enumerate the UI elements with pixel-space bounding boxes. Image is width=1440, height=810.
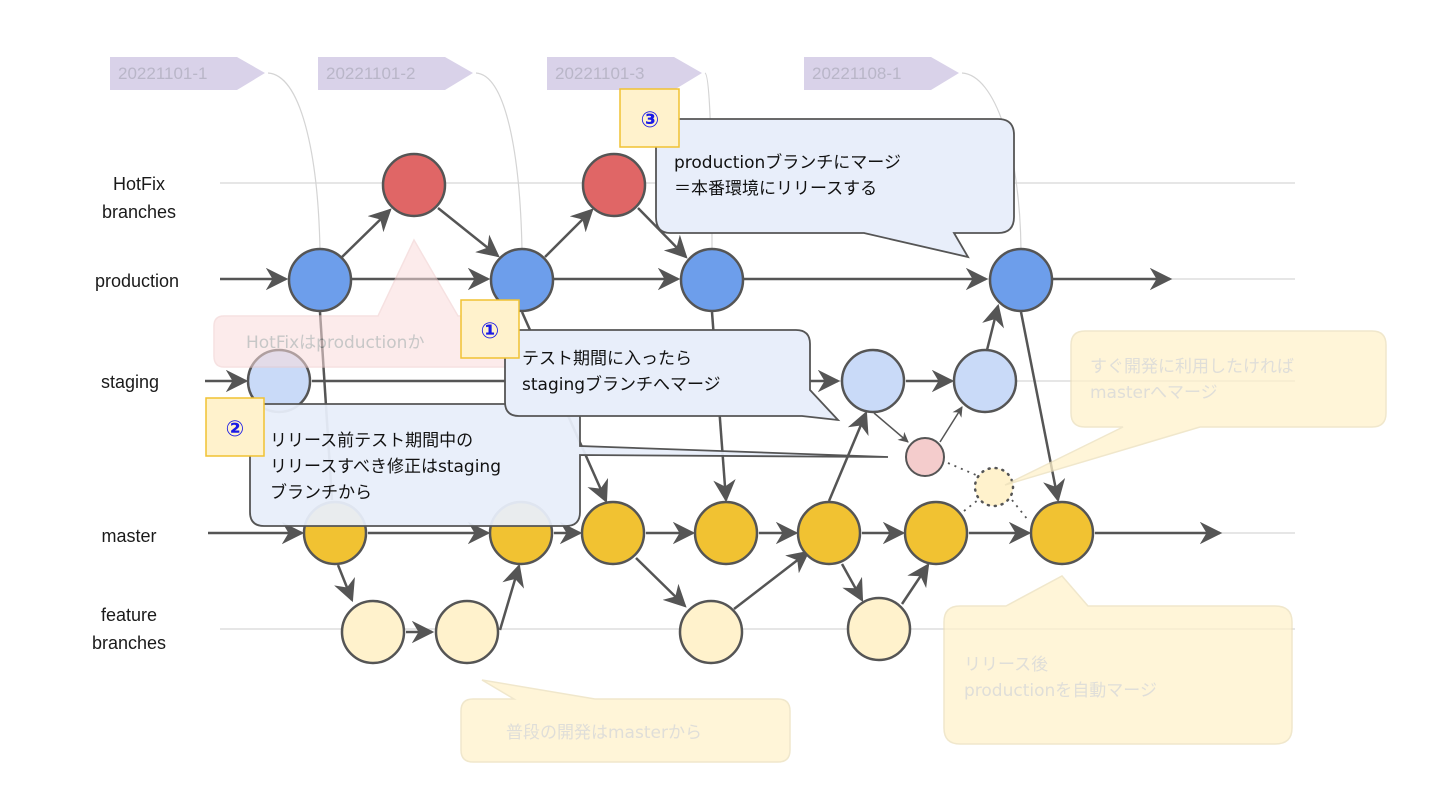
callout-step1-text: stagingブランチへマージ <box>522 374 721 395</box>
faded-note-text: すぐ開発に利用したければ <box>1090 357 1294 377</box>
commit-production[interactable] <box>287 247 353 313</box>
step-number: ② <box>226 417 245 442</box>
edge <box>1011 499 1029 521</box>
lane-label-feature: feature branches <box>69 601 189 657</box>
commit-hotfix[interactable] <box>381 152 447 218</box>
faded-callout-auto-merge: リリース後 productionを自動マージ <box>943 575 1293 745</box>
edge <box>982 303 1005 351</box>
lane-label-line: staging <box>100 372 160 392</box>
commit-staging[interactable] <box>952 348 1018 414</box>
callout-step2-text: ブランチから <box>270 482 372 503</box>
commit-feature[interactable] <box>678 599 744 665</box>
lane-label-line: HotFix <box>112 174 165 194</box>
edge <box>873 412 909 443</box>
lane-label-production: production <box>77 267 197 295</box>
callout-step1: テスト期間に入ったら stagingブランチへマージ <box>504 329 841 422</box>
callout-step2: リリース前テスト期間中の リリースすべき修正はstaging ブランチから <box>249 403 889 527</box>
callout-step3-text: ＝本番環境にリリースする <box>674 179 877 199</box>
callout-step1-text: テスト期間に入ったら <box>522 349 692 369</box>
commit-staging-fix[interactable] <box>905 437 945 477</box>
step-badge-1: ① <box>460 299 520 359</box>
commit-feature[interactable] <box>846 596 912 662</box>
commit-master[interactable] <box>693 500 759 566</box>
edge <box>939 406 963 443</box>
release-tags: 20221101-1 20221101-2 20221101-3 2022110… <box>110 57 1022 251</box>
faded-note-text: リリース後 <box>964 655 1048 675</box>
commit-hotfix[interactable] <box>581 152 647 218</box>
commit-staging[interactable] <box>840 348 906 414</box>
step-badge-2: ② <box>205 397 265 457</box>
commit-master[interactable] <box>903 500 969 566</box>
edge <box>900 563 930 605</box>
edge <box>498 563 525 631</box>
lane-label-line: branches <box>91 633 167 653</box>
step-number: ③ <box>641 108 660 133</box>
step-number: ① <box>481 319 500 344</box>
release-tag-label: 20221101-2 <box>326 64 416 83</box>
faded-note-text: masterへマージ <box>1090 383 1218 403</box>
faded-note-text: productionを自動マージ <box>964 681 1157 701</box>
edge <box>334 564 355 603</box>
commit-production[interactable] <box>489 247 555 313</box>
callout-step2-text: リリース前テスト期間中の <box>270 431 473 451</box>
commit-production[interactable] <box>679 247 745 313</box>
edge <box>840 563 864 602</box>
commit-master[interactable] <box>580 500 646 566</box>
step-badge-3: ③ <box>619 88 680 148</box>
commit-production[interactable] <box>988 247 1054 313</box>
lane-label-master: master <box>69 522 189 550</box>
edge <box>635 557 687 608</box>
lane-label-line: branches <box>101 202 177 222</box>
edge <box>341 208 392 258</box>
callout-step2-text: リリースすべき修正はstaging <box>270 457 501 477</box>
lane-label-staging: staging <box>70 368 190 396</box>
commit-master-pending[interactable] <box>973 466 1015 508</box>
faded-callout-dev-from-master: 普段の開発はmasterから <box>460 679 791 763</box>
faded-note-text: HotFixはproductionか <box>246 333 424 353</box>
commit-master[interactable] <box>796 500 862 566</box>
lane-label-line: production <box>94 271 180 291</box>
release-tag-label: 20221101-1 <box>118 64 208 83</box>
edge <box>947 462 977 476</box>
commit-feature[interactable] <box>340 599 406 665</box>
faded-callout-merge-to-master: すぐ開発に利用したければ masterへマージ <box>1004 330 1387 486</box>
release-tag: 20221101-2 <box>318 57 523 251</box>
faded-note-text: 普段の開発はmasterから <box>506 723 702 743</box>
lane-label-line: feature <box>100 605 158 625</box>
edge <box>733 550 810 610</box>
commit-master[interactable] <box>1029 500 1095 566</box>
edge <box>963 499 979 512</box>
lane-label-line: master <box>101 526 157 546</box>
edge <box>437 207 500 258</box>
release-tag-label: 20221101-3 <box>555 64 645 83</box>
edge <box>637 207 688 259</box>
release-tag: 20221101-1 <box>110 57 321 251</box>
release-tag-label: 20221108-1 <box>812 64 902 83</box>
edge <box>544 208 594 258</box>
commit-feature[interactable] <box>434 599 500 665</box>
callout-step3: productionブランチにマージ ＝本番環境にリリースする <box>655 118 1015 259</box>
callout-step3-text: productionブランチにマージ <box>674 152 901 173</box>
lane-label-hotfix: HotFix branches <box>79 170 199 226</box>
